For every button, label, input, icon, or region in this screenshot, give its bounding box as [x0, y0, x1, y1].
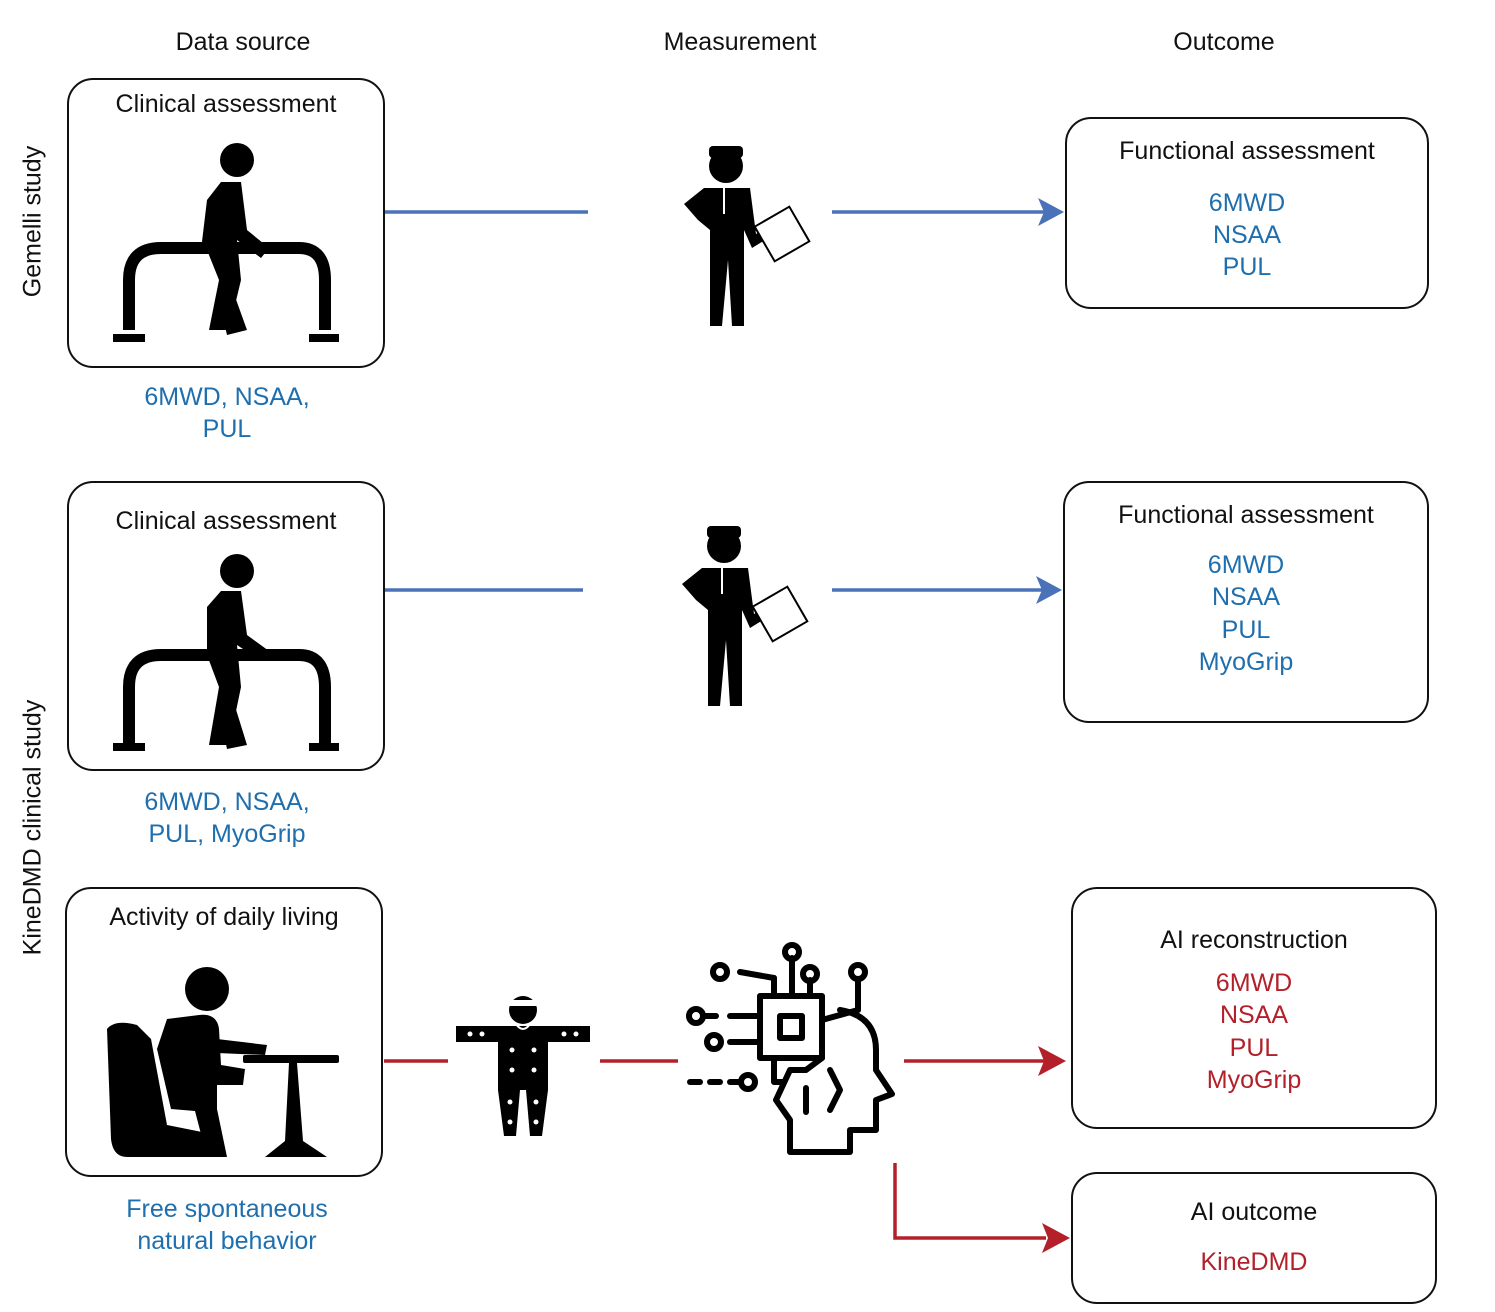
gemelli-outcome-box: Functional assessment 6MWD NSAA PUL — [1065, 117, 1429, 309]
kine-clinical-source-caption: 6MWD, NSAA, PUL, MyoGrip — [67, 786, 387, 850]
kine-clinical-metric-2: NSAA — [1211, 583, 1281, 611]
column-header-measurement: Measurement — [663, 28, 817, 56]
kine-clinical-outcome-title: Functional assessment — [1118, 501, 1374, 529]
kine-clinical-caption-line-1: 6MWD, NSAA, — [144, 788, 310, 816]
walking-bars-icon — [113, 143, 339, 342]
column-header-data-source: Data source — [175, 28, 311, 56]
kine-clinical-metric-3: PUL — [1221, 616, 1271, 644]
gemelli-metric-2: NSAA — [1212, 221, 1282, 249]
kine-clinical-metric-1: 6MWD — [1207, 551, 1285, 579]
ai-outcome-box: AI outcome KineDMD — [1071, 1172, 1437, 1304]
kine-daily-source-title: Activity of daily living — [109, 903, 339, 931]
kine-clinical-arrowhead — [1036, 576, 1062, 604]
ai-reconstruction-metric-1: 6MWD — [1215, 969, 1293, 997]
kine-daily-outcome-line — [893, 1163, 1046, 1240]
gemelli-arrowhead — [1038, 198, 1064, 226]
kine-clinical-metric-4: MyoGrip — [1198, 648, 1294, 676]
gemelli-metric-1: 6MWD — [1208, 189, 1286, 217]
ai-reconstruction-title: AI reconstruction — [1160, 926, 1348, 954]
walking-bars-icon — [113, 554, 339, 751]
column-header-outcome: Outcome — [1173, 28, 1275, 56]
gemelli-caption-line-1: 6MWD, NSAA, — [144, 383, 310, 411]
gemelli-source-box: Clinical assessment — [67, 78, 385, 368]
ai-reconstruction-metric-4: MyoGrip — [1206, 1066, 1302, 1094]
ai-reconstruction-metric-2: NSAA — [1219, 1001, 1289, 1029]
ai-reconstruction-box: AI reconstruction 6MWD NSAA PUL MyoGrip — [1071, 887, 1437, 1129]
kine-daily-caption-line-2: natural behavior — [137, 1227, 317, 1255]
kine-daily-recon-arrowhead — [1038, 1046, 1066, 1076]
gemelli-caption-line-2: PUL — [202, 415, 252, 443]
gemelli-source-caption: 6MWD, NSAA, PUL — [67, 381, 387, 445]
kine-clinical-outcome-box: Functional assessment 6MWD NSAA PUL MyoG… — [1063, 481, 1429, 723]
kine-daily-outcome-arrowhead — [1042, 1223, 1070, 1253]
kine-clinical-caption-line-2: PUL, MyoGrip — [148, 820, 306, 848]
gemelli-source-title: Clinical assessment — [115, 90, 337, 118]
kine-daily-caption-line-1: Free spontaneous — [126, 1195, 328, 1223]
kine-daily-source-caption: Free spontaneous natural behavior — [67, 1193, 387, 1257]
ai-reconstruction-metric-3: PUL — [1229, 1034, 1279, 1062]
kine-clinical-source-box: Clinical assessment — [67, 481, 385, 771]
seated-person-icon — [107, 967, 339, 1157]
gemelli-metric-3: PUL — [1222, 253, 1272, 281]
ai-outcome-value: KineDMD — [1200, 1248, 1308, 1276]
kine-daily-source-box: Activity of daily living — [65, 887, 383, 1177]
kine-clinical-source-title: Clinical assessment — [115, 507, 337, 535]
gemelli-outcome-title: Functional assessment — [1119, 137, 1375, 165]
ai-outcome-title: AI outcome — [1190, 1198, 1318, 1226]
